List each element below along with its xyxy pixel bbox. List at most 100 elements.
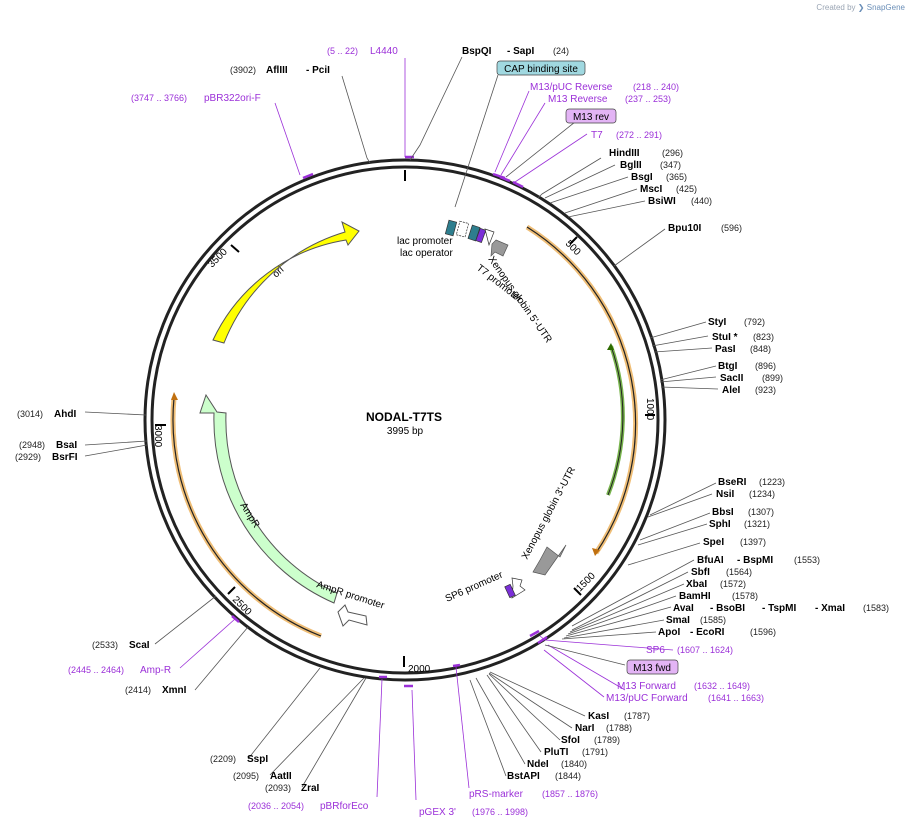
m13-rev-name[interactable]: M13 Reverse xyxy=(548,94,608,105)
stui-pos: (823) xyxy=(753,332,774,342)
ori-label: ori xyxy=(271,265,287,281)
sapi-name[interactable]: - SapI xyxy=(507,46,534,57)
sspi-name[interactable]: SspI xyxy=(247,754,268,765)
bsiwi-name[interactable]: BsiWI xyxy=(648,196,676,207)
stui-name[interactable]: StuI * xyxy=(712,332,738,343)
pluti-name[interactable]: PluTI xyxy=(544,747,569,758)
xen5-feature[interactable] xyxy=(490,239,509,257)
lac-promoter-feature[interactable] xyxy=(444,219,458,237)
bspqi-name[interactable]: BspQI xyxy=(462,46,492,57)
msci-name[interactable]: MscI xyxy=(640,184,662,195)
btgi-name[interactable]: BtgI xyxy=(718,361,738,372)
alei-name[interactable]: AleI xyxy=(722,385,741,396)
orange-orf-right-line xyxy=(526,226,637,554)
bsobi-name[interactable]: - BsoBI xyxy=(710,603,745,614)
leader-lines xyxy=(84,56,719,788)
m13puc-rev-name[interactable]: M13/pUC Reverse xyxy=(530,82,613,93)
cap-binding-label: CAP binding site xyxy=(504,64,578,75)
ecori-name[interactable]: - EcoRI xyxy=(690,627,725,638)
avai-name[interactable]: AvaI xyxy=(673,603,694,614)
styi-name[interactable]: StyI xyxy=(708,317,727,328)
bseri-name[interactable]: BseRI xyxy=(718,477,747,488)
bbsi-name[interactable]: BbsI xyxy=(712,507,734,518)
bpu10i-name[interactable]: Bpu10I xyxy=(668,223,702,234)
leader-btgi xyxy=(659,365,717,381)
hindiii-name[interactable]: HindIII xyxy=(609,148,640,159)
ampr-feature[interactable] xyxy=(199,393,338,604)
backbone-inner xyxy=(150,165,660,675)
m13-fwd-box[interactable] xyxy=(626,659,679,675)
alei-pos: (923) xyxy=(755,385,776,395)
ori-feature[interactable] xyxy=(212,220,360,344)
kasi-name[interactable]: KasI xyxy=(588,711,609,722)
xen3-feature[interactable] xyxy=(532,544,567,576)
pbrforeco-name[interactable]: pBRforEco xyxy=(320,801,369,812)
m13puc-fwd-name[interactable]: M13/pUC Forward xyxy=(606,693,688,704)
pbr322-pos: (3747 .. 3766) xyxy=(131,93,187,103)
sp6-promoter-label: SP6 promoter xyxy=(444,569,505,604)
sp6-feature[interactable] xyxy=(504,583,516,599)
nari-name[interactable]: NarI xyxy=(575,723,595,734)
pbr322-name[interactable]: pBR322ori-F xyxy=(204,93,261,104)
bamhi-name[interactable]: BamHI xyxy=(679,591,711,602)
leader-nsii xyxy=(647,493,713,518)
pgex-name[interactable]: pGEX 3' xyxy=(419,807,456,818)
sp6-promoter-feature[interactable] xyxy=(511,577,526,599)
bsrfi-name[interactable]: BsrFI xyxy=(52,452,78,463)
bstapi-name[interactable]: BstAPI xyxy=(507,771,540,782)
ampr-promoter-feature[interactable] xyxy=(337,604,368,627)
bsai-name[interactable]: BsaI xyxy=(56,440,77,451)
cap-binding-box[interactable] xyxy=(496,60,586,76)
bfuai-pos: (1553) xyxy=(794,555,820,565)
sp6-name[interactable]: SP6 xyxy=(646,645,665,656)
sacii-name[interactable]: SacII xyxy=(720,373,744,384)
t7-promoter-feature[interactable] xyxy=(484,228,495,247)
t7-name[interactable]: T7 xyxy=(591,130,603,141)
bsgi-name[interactable]: BsgI xyxy=(631,172,653,183)
l4440-name[interactable]: L4440 xyxy=(370,46,398,57)
scai-name[interactable]: ScaI xyxy=(129,640,150,651)
sfoi-name[interactable]: SfoI xyxy=(561,735,580,746)
spei-name[interactable]: SpeI xyxy=(703,537,724,548)
pcii-name[interactable]: - PciI xyxy=(306,65,330,76)
afliii-name[interactable]: AflIII xyxy=(266,65,288,76)
bglii-name[interactable]: BglII xyxy=(620,160,642,171)
t7-feature[interactable] xyxy=(475,227,487,244)
sphi-name[interactable]: SphI xyxy=(709,519,731,530)
ndei-name[interactable]: NdeI xyxy=(527,759,549,770)
ampr-primer-name[interactable]: Amp-R xyxy=(140,665,171,676)
apoi-name[interactable]: ApoI xyxy=(658,627,680,638)
nsii-name[interactable]: NsiI xyxy=(716,489,735,500)
ahdi-name[interactable]: AhdI xyxy=(54,409,76,420)
xbai-name[interactable]: XbaI xyxy=(686,579,707,590)
leader-bamhi xyxy=(567,595,677,635)
bfuai-name[interactable]: BfuAI xyxy=(697,555,724,566)
plasmid-size: 3995 bp xyxy=(387,426,424,437)
smai-name[interactable]: SmaI xyxy=(666,615,690,626)
pasi-name[interactable]: PasI xyxy=(715,344,736,355)
zrai-name[interactable]: ZraI xyxy=(301,783,320,794)
xmni-name[interactable]: XmnI xyxy=(162,685,187,696)
aatii-name[interactable]: AatII xyxy=(270,771,292,782)
sbfi-name[interactable]: SbfI xyxy=(691,567,710,578)
leader-pgex xyxy=(411,689,417,801)
leader-ahdi xyxy=(84,411,147,416)
tick-1500 xyxy=(573,587,582,596)
lac-operator-feature[interactable] xyxy=(455,220,470,238)
tspmi-name[interactable]: - TspMI xyxy=(762,603,796,614)
xmai-name[interactable]: - XmaI xyxy=(815,603,845,614)
leader-scai xyxy=(154,595,217,645)
leader-cap xyxy=(454,74,499,208)
pbr322-mark xyxy=(302,172,314,180)
m13-fwd-name[interactable]: M13 Forward xyxy=(617,681,676,692)
bspmi-name[interactable]: - BspMI xyxy=(737,555,773,566)
xen3-label: Xenopus globin 3'-UTR xyxy=(520,465,578,561)
btgi-pos: (896) xyxy=(755,361,776,371)
m13-rev-box[interactable] xyxy=(565,108,617,124)
leader-sbfi xyxy=(571,571,689,631)
prs-name[interactable]: pRS-marker xyxy=(469,789,524,800)
ecori-text: EcoRI xyxy=(696,627,725,638)
bspmi-text: BspMI xyxy=(743,555,773,566)
leader-m13-rev xyxy=(500,102,546,176)
bsobi-text: BsoBI xyxy=(716,603,745,614)
